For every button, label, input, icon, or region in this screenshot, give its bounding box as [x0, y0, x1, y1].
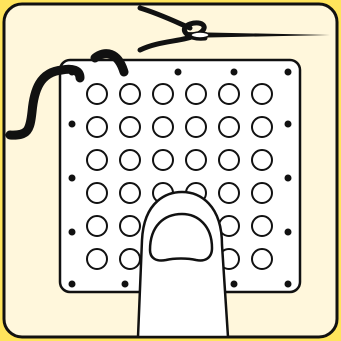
- board-hole: [251, 149, 273, 171]
- needle-icon: [185, 31, 330, 39]
- board-dot: [174, 68, 182, 76]
- board-hole: [218, 116, 240, 138]
- board-hole: [119, 182, 141, 204]
- board-hole: [119, 83, 141, 105]
- board-hole: [86, 215, 108, 237]
- board-hole: [218, 182, 240, 204]
- board-hole: [86, 83, 108, 105]
- board-dot: [68, 228, 76, 236]
- board-dot: [68, 174, 76, 182]
- needle-shaft: [185, 32, 330, 38]
- fingernail: [148, 212, 214, 262]
- board-hole: [86, 182, 108, 204]
- board-dot: [121, 280, 129, 288]
- finger-icon: [136, 190, 230, 339]
- board-dot: [284, 68, 292, 76]
- board-dot: [284, 120, 292, 128]
- board-hole: [86, 248, 108, 270]
- thread-top-strand: [90, 49, 129, 77]
- board-hole: [251, 215, 273, 237]
- board-hole: [185, 149, 207, 171]
- thread-left-strand: [5, 64, 85, 140]
- board-hole: [86, 149, 108, 171]
- board-hole: [185, 116, 207, 138]
- board-hole: [152, 149, 174, 171]
- board-hole: [251, 182, 273, 204]
- board-hole: [251, 248, 273, 270]
- corner-dots: [68, 68, 292, 288]
- board-hole: [119, 248, 141, 270]
- board-hole: [185, 83, 207, 105]
- board-dot: [284, 280, 292, 288]
- board-hole: [251, 116, 273, 138]
- board-dot: [230, 280, 238, 288]
- board-dot: [68, 280, 76, 288]
- board-dot: [284, 228, 292, 236]
- board-hole: [152, 116, 174, 138]
- needle-eye: [190, 31, 210, 39]
- board-hole: [218, 149, 240, 171]
- board-dot: [68, 120, 76, 128]
- board-hole: [218, 83, 240, 105]
- board-hole: [119, 149, 141, 171]
- board-hole: [119, 215, 141, 237]
- board-hole: [86, 116, 108, 138]
- board-hole: [152, 83, 174, 105]
- board-dot: [284, 174, 292, 182]
- board-hole: [119, 116, 141, 138]
- thread-tail: [137, 5, 193, 31]
- board-hole: [251, 83, 273, 105]
- board-dot: [230, 68, 238, 76]
